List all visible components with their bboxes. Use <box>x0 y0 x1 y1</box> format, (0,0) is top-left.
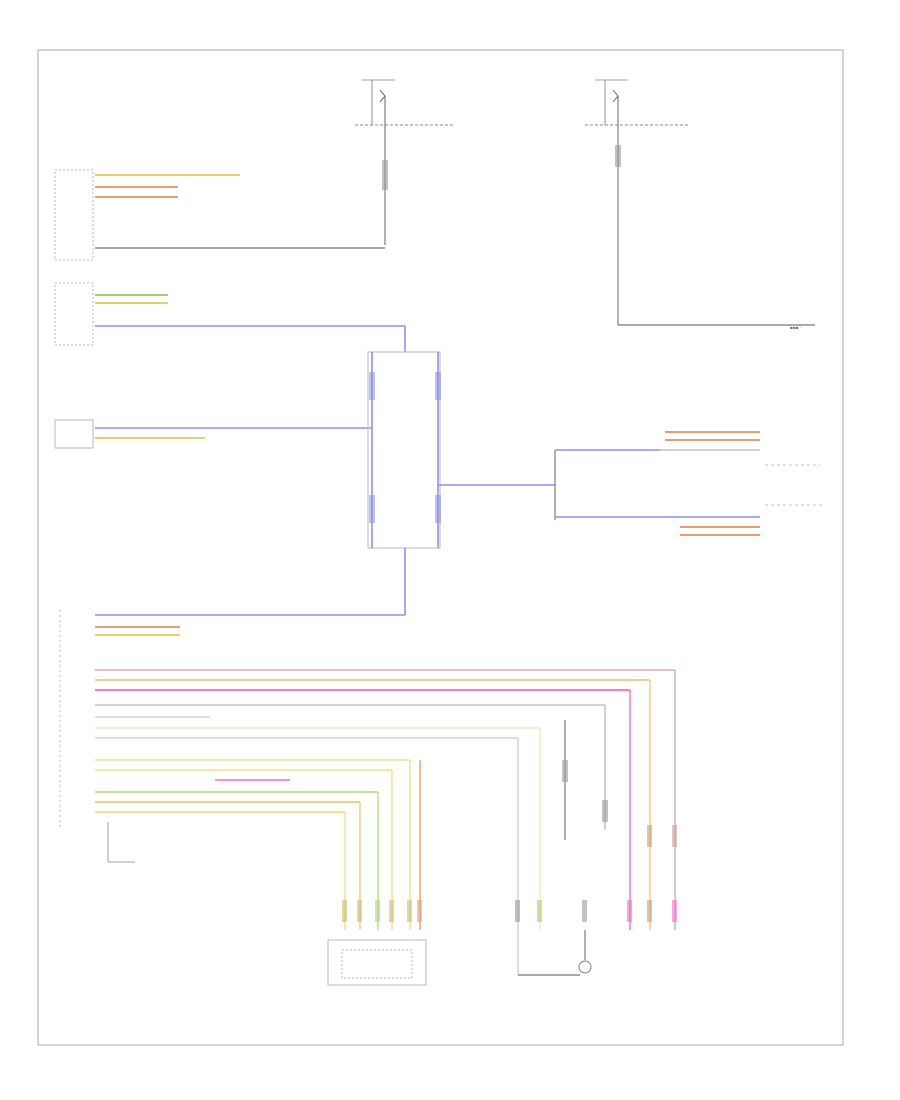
brake-switch <box>54 282 406 352</box>
fuse-block-2: ▪▪▪ · <box>585 79 815 330</box>
svg-text:▪▪▪ ·: ▪▪▪ · <box>790 325 801 330</box>
diagram-frame <box>37 49 844 1046</box>
throttle-position-sensor <box>327 900 427 986</box>
fuse-block-1 <box>355 79 455 245</box>
ecm-module <box>59 610 676 975</box>
ccm-module <box>54 169 385 261</box>
clutch-pedal-sensor <box>54 419 372 449</box>
can-gateway <box>95 351 555 616</box>
tcm-connections <box>554 431 825 536</box>
accelerator-pedal-sensor <box>515 720 677 976</box>
